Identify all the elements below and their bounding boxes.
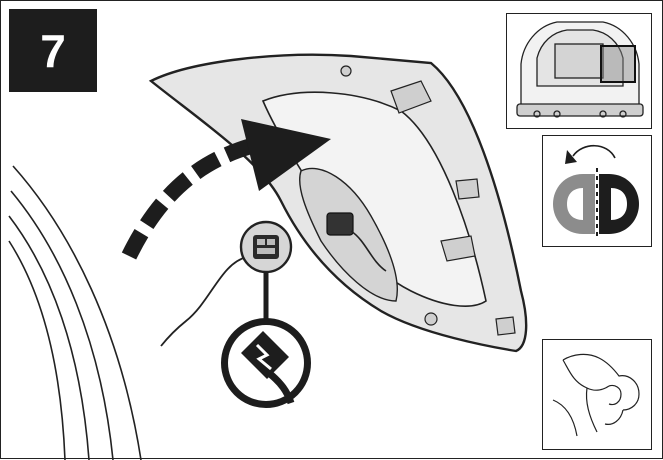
vehicle-rear-thumbnail: [506, 13, 652, 129]
lamp-connector: [326, 212, 354, 236]
electrical-connector-icon: [253, 235, 279, 259]
connector-callout: [239, 220, 293, 274]
hand-action-thumbnail: [542, 339, 652, 450]
removal-arrow: [121, 119, 331, 260]
rotation-thumbnail: [542, 135, 652, 247]
hand-grip-icon: [552, 353, 640, 437]
car-body-contour: [8, 165, 142, 460]
step-number-badge: 7: [9, 9, 97, 92]
disconnect-plug-icon: [241, 331, 295, 405]
disconnect-callout: [221, 318, 311, 408]
wire-harness: [160, 256, 248, 347]
half-disc-icon: [553, 168, 639, 240]
tail-lamp: [148, 53, 528, 353]
rotate-counterclockwise-icon: [565, 144, 616, 164]
lamp-highlight: [600, 45, 636, 83]
car-rear-icon: [516, 21, 644, 118]
